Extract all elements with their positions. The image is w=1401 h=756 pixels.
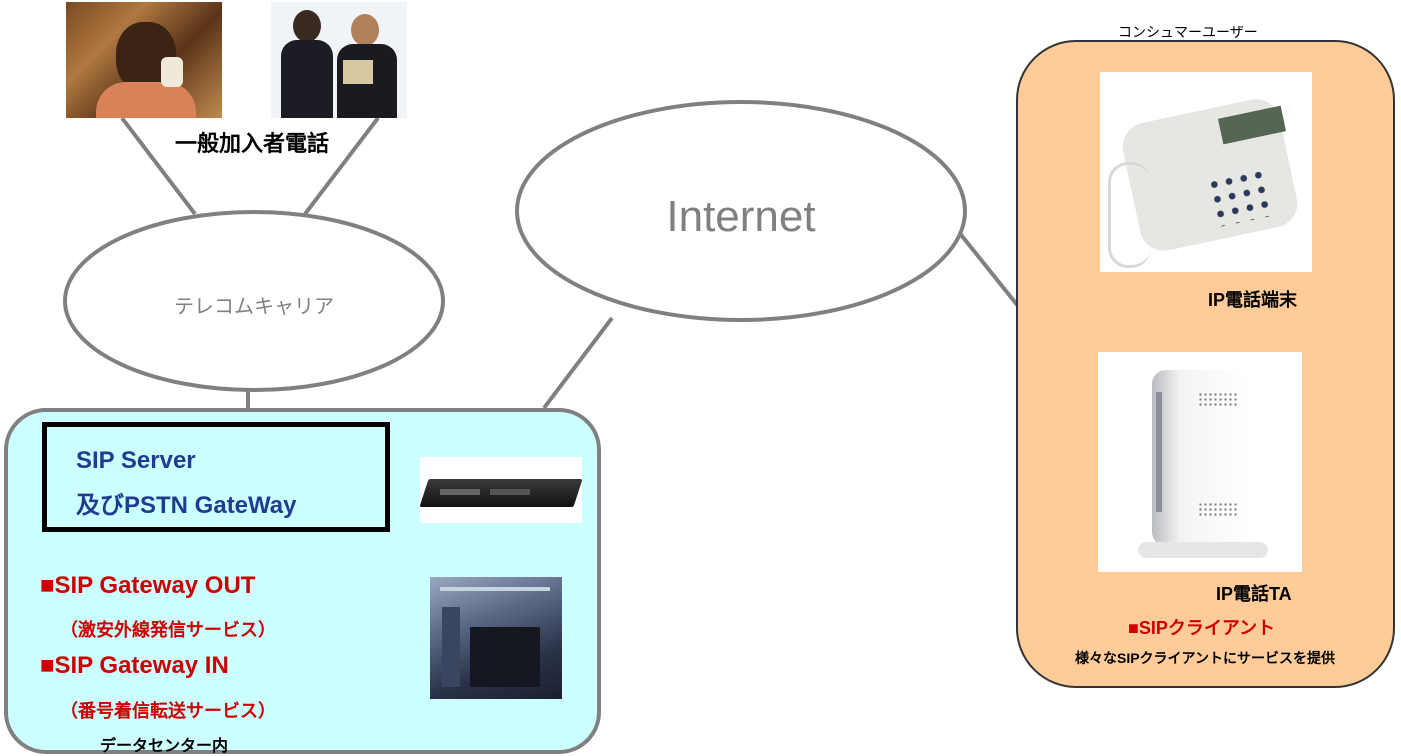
sip-server-box [42, 422, 390, 532]
link-internet-datacenter [542, 316, 614, 410]
sip-gateway-out-title: ■SIP Gateway OUT [40, 572, 256, 599]
datacenter-label: データセンター内 [100, 738, 229, 755]
link-subscriber-right [303, 116, 380, 216]
sip-gateway-in-desc: （番号着信転送サービス） [60, 701, 276, 721]
ip-ta-image [1098, 352, 1302, 572]
link-subscriber-left [120, 116, 197, 216]
subscriber-phone-label: 一般加入者電話 [175, 131, 330, 156]
link-internet-consumer [956, 229, 1020, 308]
sip-gateway-out-desc: （激安外線発信サービス） [60, 620, 276, 640]
telecom-carrier-label: テレコムキャリア [174, 296, 334, 318]
sip-client-title: ■SIPクライアント [1128, 618, 1276, 638]
consumer-user-header: コンシュマーユーザー [1118, 24, 1258, 40]
subscriber-photo-man-phone [66, 2, 222, 118]
sip-server-title: SIP Server [76, 447, 196, 474]
ip-ta-label: IP電話TA [1216, 584, 1292, 604]
ip-phone-label: IP電話端末 [1208, 290, 1298, 310]
rack-server-image [420, 457, 582, 523]
internet-label: Internet [666, 192, 816, 241]
telecom-carrier-ellipse [63, 210, 445, 392]
sip-client-desc: 様々なSIPクライアントにサービスを提供 [1074, 650, 1335, 666]
subscriber-photo-business-people [271, 2, 407, 118]
sip-gateway-in-title: ■SIP Gateway IN [40, 652, 229, 679]
internet-ellipse [515, 100, 967, 322]
datacenter-rack-photo [430, 577, 562, 699]
ip-phone-image [1100, 72, 1312, 272]
pstn-gateway-title: 及びPSTN GateWay [76, 492, 297, 519]
